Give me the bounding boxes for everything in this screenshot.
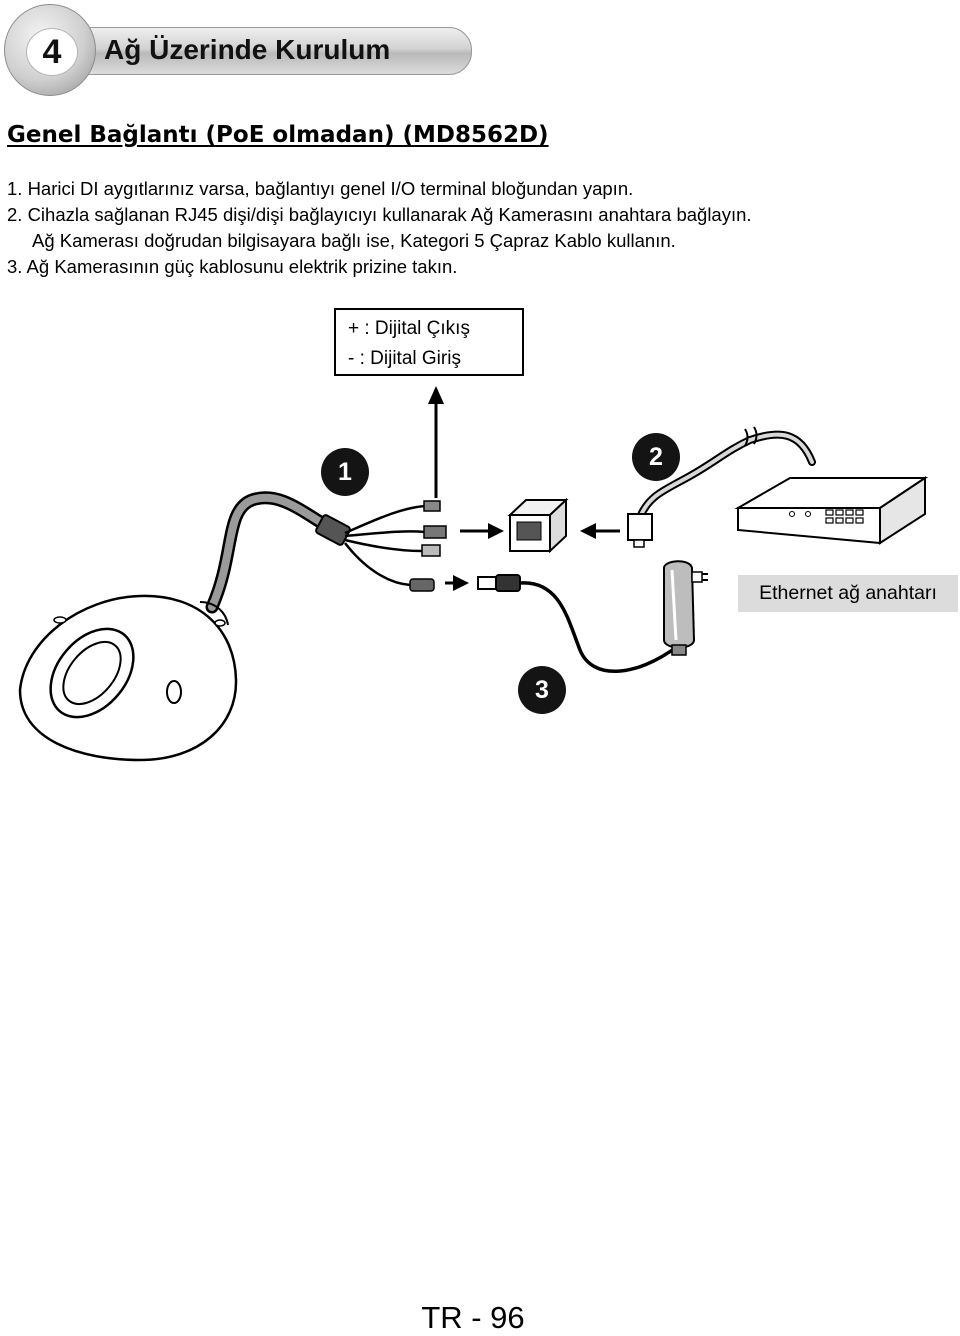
step-badge-3: 3 <box>518 666 566 714</box>
chapter-title: Ağ Üzerinde Kurulum <box>104 34 391 65</box>
connection-arrows <box>445 523 620 591</box>
step-2: 2. Cihazla sağlanan RJ45 dişi/dişi bağla… <box>7 204 752 225</box>
rj45-coupler <box>507 497 569 554</box>
page-number: TR - 96 <box>421 1300 525 1335</box>
branch-wires <box>344 504 426 587</box>
chapter-header-bar <box>60 27 472 75</box>
step-3: 3. Ağ Kamerasının güç kablosunu elektrik… <box>7 256 458 277</box>
power-adapter <box>663 560 708 656</box>
chapter-number: 4 <box>26 28 78 76</box>
step-badge-1: 1 <box>321 448 369 496</box>
branch-connectors <box>409 500 447 592</box>
ethernet-cable <box>627 426 816 548</box>
legend-digital-input: - : Dijital Giriş <box>348 348 461 369</box>
chapter-number-badge: 4 <box>4 4 96 96</box>
camera-cable <box>205 491 351 614</box>
power-cable <box>477 574 680 673</box>
arrow-up-to-legend <box>428 386 444 498</box>
ethernet-switch-device <box>734 476 929 545</box>
legend-digital-output: + : Dijital Çıkış <box>348 318 470 339</box>
section-title: Genel Bağlantı (PoE olmadan) (MD8562D) <box>7 122 549 148</box>
digital-io-legend: + : Dijital Çıkış - : Dijital Giriş <box>334 308 524 376</box>
step-badge-2: 2 <box>632 433 680 481</box>
ethernet-switch-label: Ethernet ağ anahtarı <box>738 575 958 612</box>
camera-dome <box>18 594 238 762</box>
instruction-steps: 1. Harici DI aygıtlarınız varsa, bağlant… <box>7 176 752 280</box>
step-1: 1. Harici DI aygıtlarınız varsa, bağlant… <box>7 178 634 199</box>
step-2-note: Ağ Kamerası doğrudan bilgisayara bağlı i… <box>32 230 676 251</box>
